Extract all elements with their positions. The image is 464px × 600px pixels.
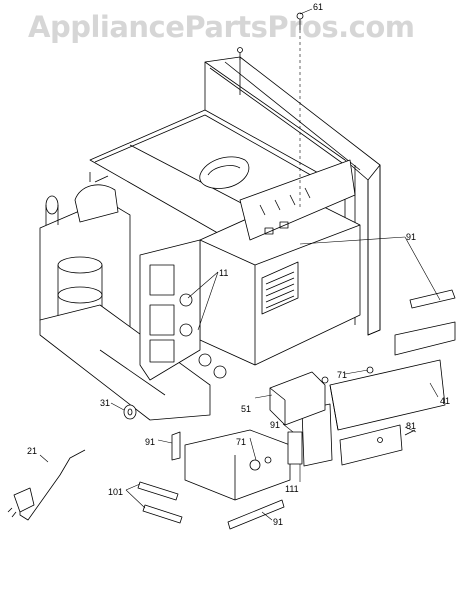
trim-strips bbox=[137, 431, 285, 530]
callout-21: 21 bbox=[27, 446, 37, 456]
callout-71-mid: 71 bbox=[236, 437, 246, 447]
lower-bracket bbox=[184, 429, 303, 501]
callout-81: 81 bbox=[406, 421, 416, 431]
callout-111: 111 bbox=[285, 484, 299, 494]
power-cord bbox=[7, 449, 86, 521]
callout-11: 11 bbox=[219, 268, 228, 278]
callout-labels: 61 91 11 31 51 71 41 81 21 91 71 91 111 … bbox=[27, 2, 450, 527]
oven-cavity bbox=[199, 194, 361, 366]
callout-71-right: 71 bbox=[337, 370, 347, 380]
callout-41: 41 bbox=[440, 396, 450, 406]
watermark: AppliancePartsPros.com bbox=[28, 10, 415, 44]
callout-31: 31 bbox=[100, 398, 110, 408]
base-plate bbox=[39, 304, 211, 421]
control-board bbox=[239, 159, 356, 241]
screws bbox=[237, 12, 416, 443]
part-31-grommet bbox=[123, 404, 137, 420]
callout-91-mid: 91 bbox=[270, 420, 280, 430]
callout-101: 101 bbox=[108, 487, 123, 497]
callout-51: 51 bbox=[241, 404, 251, 414]
callout-91-left: 91 bbox=[145, 437, 155, 447]
callout-61: 61 bbox=[313, 2, 323, 12]
transformer-assembly bbox=[39, 172, 131, 346]
switch-bracket bbox=[139, 239, 227, 381]
side-trim-parts bbox=[301, 289, 456, 467]
leader-lines bbox=[39, 8, 441, 521]
callout-91-top: 91 bbox=[406, 232, 416, 242]
callout-91-bottom: 91 bbox=[273, 517, 283, 527]
part-51-shield bbox=[269, 371, 326, 426]
